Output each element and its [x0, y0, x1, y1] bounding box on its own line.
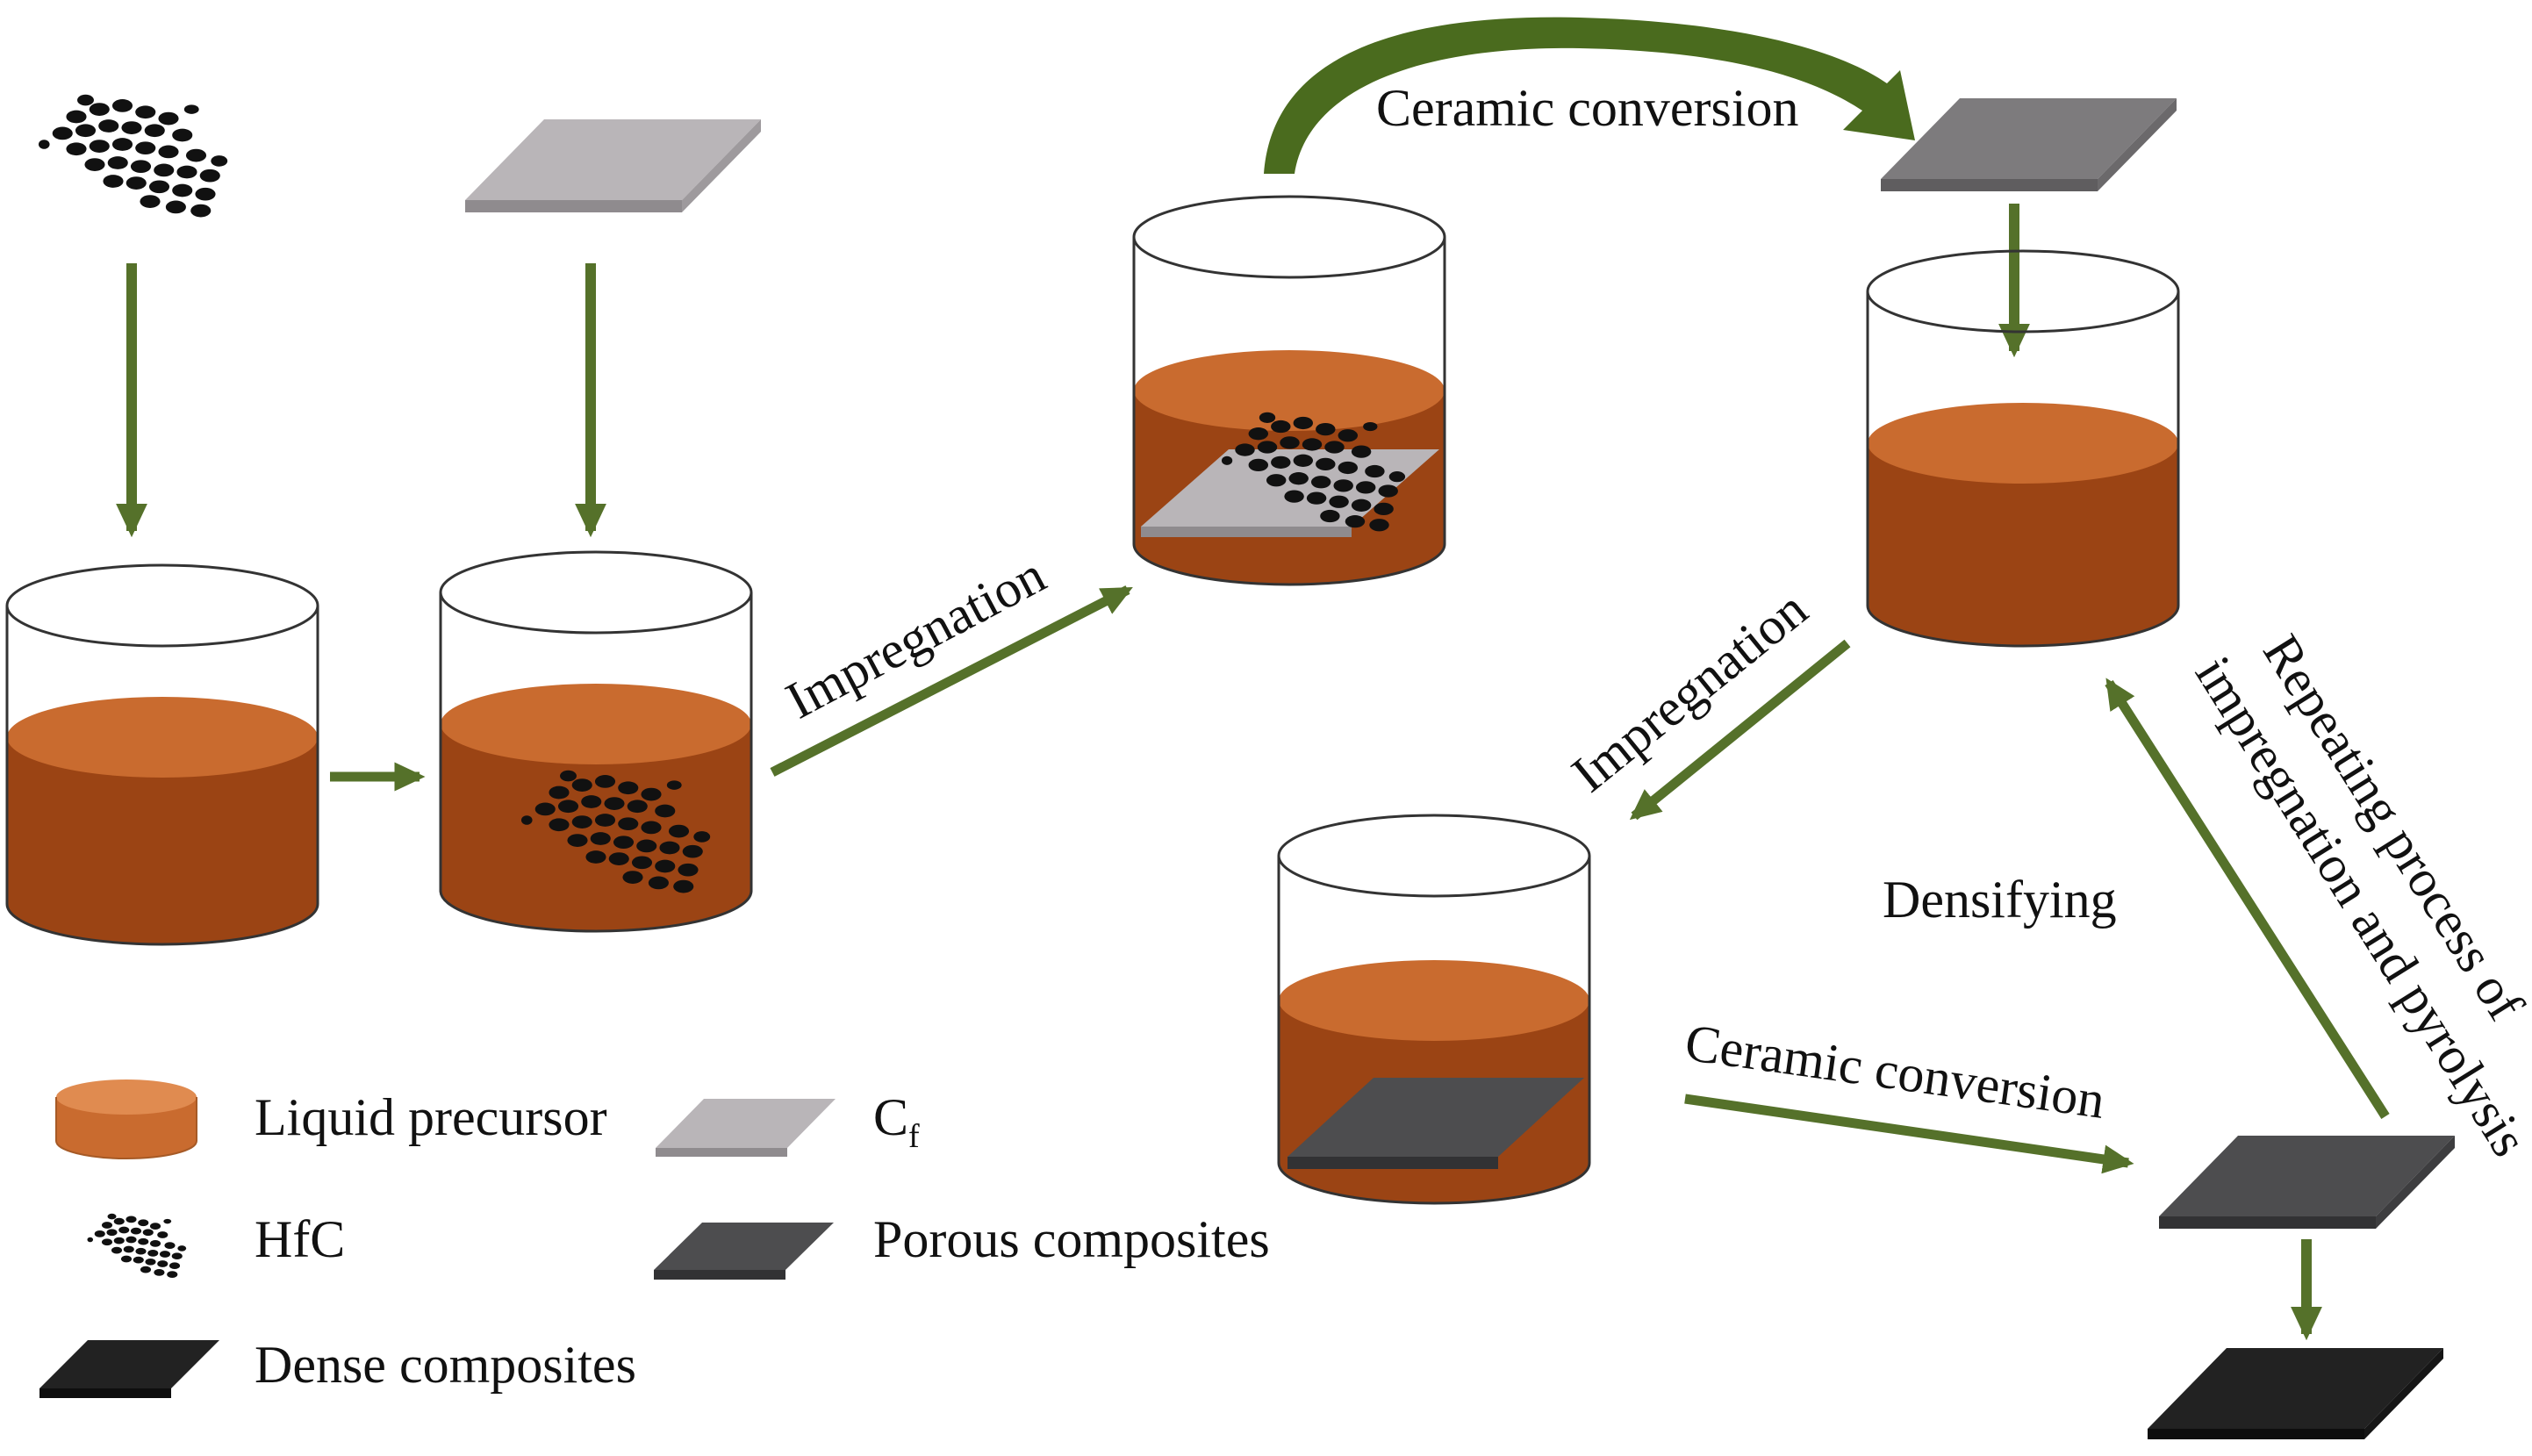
arrow-impregnation-right [1629, 639, 1851, 821]
legend-liquid-precursor-swatch [55, 1079, 197, 1159]
beaker-impregnated [1132, 195, 1446, 586]
legend-dense-label: Dense composites [255, 1336, 636, 1394]
arrow-ceramic-conversion-bottom [1684, 1094, 2134, 1174]
legend-liquid-precursor-label: Liquid precursor [255, 1088, 607, 1146]
arrow-repeating [2105, 678, 2390, 1119]
legend: Liquid precursor Cf HfC Porous composite… [39, 1079, 1270, 1398]
legend-porous-swatch [654, 1223, 834, 1280]
hfc-particles-source [38, 94, 228, 218]
legend-cf-swatch [656, 1099, 836, 1157]
arrow-impregnation-left [770, 585, 1133, 777]
dense-plate-final [2148, 1348, 2443, 1439]
legend-porous-label: Porous composites [873, 1210, 1270, 1268]
porous-plate-bottom [2159, 1136, 2455, 1229]
arrow-ceramic-conversion-top [1264, 17, 1915, 174]
legend-hfc-swatch [87, 1213, 187, 1278]
beaker-precursor-hfc [439, 550, 753, 933]
legend-cf-label: Cf [873, 1088, 920, 1155]
beaker-porous [1277, 814, 1591, 1205]
beaker-reimpregnation [1866, 249, 2180, 648]
ceramic-conversion-label-top: Ceramic conversion [1376, 79, 1799, 137]
porous-plate-top [1881, 98, 2177, 191]
cf-plate-source [465, 119, 761, 212]
beaker-precursor [5, 563, 319, 946]
densifying-label: Densifying [1883, 871, 2117, 929]
legend-dense-swatch [39, 1340, 219, 1398]
legend-hfc-label: HfC [255, 1210, 345, 1268]
